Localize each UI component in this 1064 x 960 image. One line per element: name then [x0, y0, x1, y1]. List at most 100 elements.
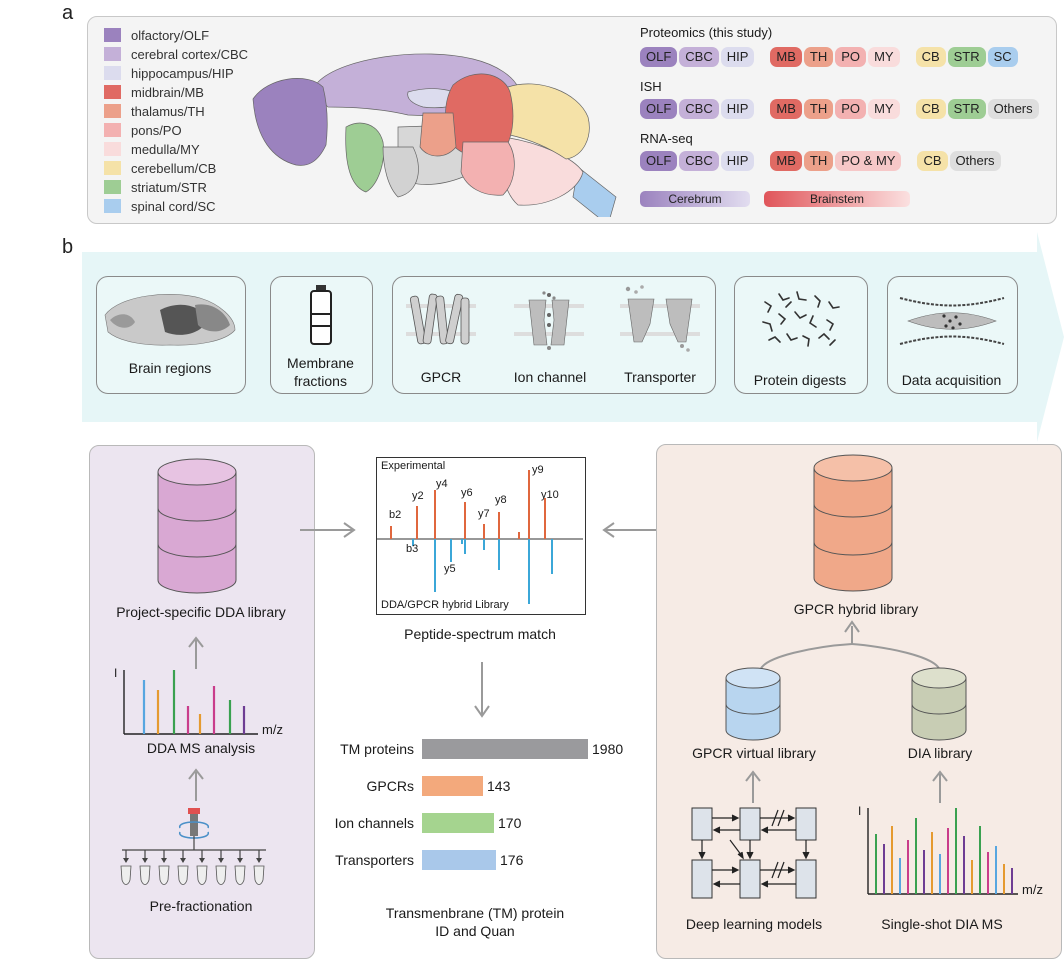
legend-item: cerebellum/CB	[104, 159, 216, 177]
region-pill: MY	[868, 99, 900, 119]
arrow-up-icon	[932, 770, 948, 803]
protein-digests-label: Protein digests	[753, 372, 847, 388]
legend-item: cerebral cortex/CBC	[104, 45, 248, 63]
gpcr-icon	[406, 293, 476, 345]
legend-label: cerebral cortex/CBC	[131, 46, 249, 62]
legend-swatch	[104, 28, 121, 42]
fraction-tube	[139, 850, 151, 885]
dda-ms-spectrum	[123, 670, 258, 735]
fraction-tube	[215, 850, 227, 885]
psm-spectrum	[377, 470, 583, 604]
brain-regions-label: Brain regions	[128, 360, 212, 376]
region-pill: PO	[835, 99, 867, 119]
fraction-tube	[120, 850, 132, 885]
region-pill: HIP	[720, 151, 755, 171]
deep-learning-models-icon	[691, 807, 817, 899]
cerebrum-label: Cerebrum	[668, 192, 722, 206]
dia-ms-label: Single-shot DIA MS	[881, 916, 1003, 932]
legend-label: cerebellum/CB	[131, 160, 217, 176]
pre-fractionation-label: Pre-fractionation	[149, 898, 253, 914]
legend-swatch	[104, 104, 121, 118]
ion-label-y4: y4	[436, 478, 448, 490]
panel-a-letter: a	[62, 2, 74, 24]
ion-channel-label: Ion channel	[513, 369, 587, 385]
ish-title: ISH	[640, 79, 662, 94]
legend-label: striatum/STR	[131, 179, 207, 195]
bar-category-label: GPCRs	[366, 778, 414, 794]
spectrum-experimental-label: Experimental	[381, 460, 446, 472]
step-data-acquisition	[887, 276, 1018, 394]
legend-item: medulla/MY	[104, 140, 200, 158]
region-pill: CBC	[679, 47, 719, 67]
gpcr-label: GPCR	[420, 369, 462, 385]
region-pill: TH	[803, 99, 834, 119]
legend-item: midbrain/MB	[104, 83, 204, 101]
dda-library-label: Project-specific DDA library	[116, 604, 286, 620]
arrow-up-icon	[745, 770, 761, 803]
dda-ms-label: DDA MS analysis	[146, 740, 256, 756]
psm-spectrum-box	[376, 457, 586, 615]
legend-item: spinal cord/SC	[104, 197, 216, 215]
region-pill: SC	[987, 47, 1018, 67]
region-pill: PO & MY	[835, 151, 902, 171]
dia-axis-mz: m/z	[1022, 882, 1043, 897]
ion-label-y2: y2	[412, 490, 424, 502]
pre-fractionation-icon	[120, 808, 266, 885]
ion-label-y5: y5	[444, 563, 456, 575]
region-pill: OLF	[640, 99, 678, 119]
legend-swatch	[104, 199, 121, 213]
region-pill: HIP	[720, 47, 755, 67]
dia-library-label: DIA library	[907, 745, 973, 761]
legend-item: hippocampus/HIP	[104, 64, 234, 82]
brainstem-label: Brainstem	[809, 192, 865, 206]
legend-label: midbrain/MB	[131, 84, 204, 100]
bar-category-label: Ion channels	[334, 815, 414, 831]
bar-category-label: Transporters	[335, 852, 414, 868]
legend-label: hippocampus/HIP	[131, 65, 234, 81]
fraction-tube	[234, 850, 246, 885]
region-pill: MB	[770, 99, 802, 119]
region-pill: STR	[947, 47, 986, 67]
merge-arrows-icon	[759, 620, 941, 673]
dia-library-cylinder-icon	[911, 667, 967, 741]
tube-icon	[310, 285, 332, 345]
legend-swatch	[104, 85, 121, 99]
transporter-label: Transporter	[624, 369, 696, 385]
bar-value-label: 176	[500, 852, 524, 868]
region-pill: MB	[770, 151, 802, 171]
membrane-label-line2: fractions	[294, 373, 347, 389]
region-pill: TH	[803, 47, 834, 67]
fraction-tube	[158, 850, 170, 885]
bar-value-label: 170	[498, 815, 522, 831]
ion-channel-icon	[514, 291, 584, 350]
ion-label-y9: y9	[532, 464, 544, 476]
legend-swatch	[104, 161, 121, 175]
bar	[422, 813, 494, 833]
bar	[422, 739, 588, 759]
brainstem-gradient: Brainstem	[764, 191, 910, 207]
region-pill: CBC	[679, 151, 719, 171]
tm-footer-line2: ID and Quan	[435, 923, 515, 939]
region-pill: MY	[868, 47, 900, 67]
brain-sagittal-illustration	[252, 53, 617, 217]
region-pill: STR	[947, 99, 986, 119]
proteomics-title: Proteomics (this study)	[640, 25, 773, 40]
region-pill: TH	[803, 151, 834, 171]
ion-label-b3: b3	[406, 543, 419, 555]
ion-label-y8: y8	[495, 494, 507, 506]
region-pill: CB	[915, 99, 946, 119]
legend-swatch	[104, 180, 121, 194]
ion-label-y7: y7	[478, 508, 490, 520]
region-pill: CBC	[679, 99, 719, 119]
legend-item: striatum/STR	[104, 178, 207, 196]
dia-axis-i: I	[858, 804, 862, 818]
ion-label-b2: b2	[389, 509, 402, 521]
ion-label-y10: y10	[541, 489, 559, 501]
legend-item: olfactory/OLF	[104, 26, 209, 44]
data-acquisition-label: Data acquisition	[901, 372, 1002, 388]
region-pill: HIP	[720, 99, 755, 119]
legend-item: pons/PO	[104, 121, 182, 139]
